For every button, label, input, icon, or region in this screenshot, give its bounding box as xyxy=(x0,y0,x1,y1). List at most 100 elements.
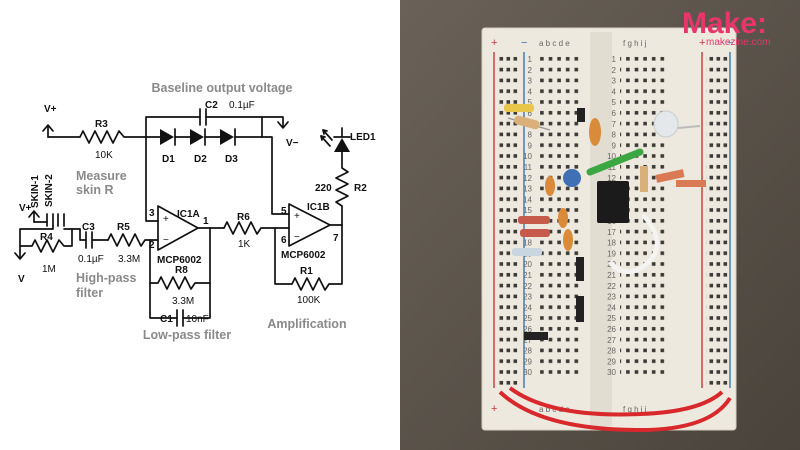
r8-value: 3.3M xyxy=(172,296,194,307)
row-number: 26 xyxy=(523,325,532,334)
row-number: 6 xyxy=(612,109,617,118)
r6-name: R6 xyxy=(237,212,250,223)
component-resistor-right-1 xyxy=(640,166,648,192)
col-letters-left-top: a b c d e xyxy=(539,39,570,48)
row-number: 14 xyxy=(523,195,532,204)
resistor-r3 xyxy=(47,130,147,144)
row-number: 25 xyxy=(607,314,616,323)
r8-name: R8 xyxy=(175,265,188,276)
component-diode-2 xyxy=(576,296,584,322)
row-number: 4 xyxy=(528,87,533,96)
vplus-left-terminal xyxy=(28,210,48,223)
col-letters-right-top: f g h i j xyxy=(623,39,647,48)
highpass-section-label-1: High-pass xyxy=(76,271,136,285)
row-number: 11 xyxy=(608,163,617,172)
row-number: 30 xyxy=(523,368,532,377)
row-number: 21 xyxy=(523,271,532,280)
row-number: 24 xyxy=(523,303,532,312)
lowpass-section-label: Low-pass filter xyxy=(143,328,231,342)
component-ceramic-cap-2 xyxy=(545,176,555,196)
row-number: 4 xyxy=(612,87,617,96)
row-number: 22 xyxy=(607,282,616,291)
r6-value: 1K xyxy=(238,239,251,250)
make-logo: Make: xyxy=(682,7,767,40)
vplus-top-terminal xyxy=(42,124,54,138)
highpass-section-label-2: filter xyxy=(76,286,103,300)
diode-d2 xyxy=(190,128,206,146)
pin5-label: 5 xyxy=(281,206,287,217)
r5-value: 3.3M xyxy=(118,254,140,265)
row-number: 27 xyxy=(607,336,616,345)
plus-top-right: + xyxy=(699,37,705,49)
resistor-r5 xyxy=(107,233,159,247)
capacitor-c3 xyxy=(79,228,109,249)
pin3-label: 3 xyxy=(149,208,155,219)
row-number: 9 xyxy=(612,141,617,150)
component-white-wire xyxy=(608,213,660,274)
row-number: 1 xyxy=(612,55,617,64)
row-number: 5 xyxy=(528,98,533,107)
minus-top-right: − xyxy=(727,37,733,49)
r5-name: R5 xyxy=(117,222,130,233)
led1-label: LED1 xyxy=(350,132,376,143)
resistor-r8 xyxy=(149,227,211,290)
row-number: 2 xyxy=(612,66,617,75)
r4-name: R4 xyxy=(40,232,53,243)
diode-d1 xyxy=(160,128,176,146)
component-blue-cap xyxy=(563,169,581,187)
row-number: 2 xyxy=(528,66,533,75)
r2-name: R2 xyxy=(354,183,367,194)
capacitor-c1 xyxy=(149,282,211,327)
row-number: 21 xyxy=(607,271,616,280)
row-number: 1 xyxy=(528,55,533,64)
pin1-label: 1 xyxy=(203,216,209,227)
row-number: 6 xyxy=(528,109,533,118)
row-number: 18 xyxy=(607,239,616,248)
opamp-ic1a: + − xyxy=(157,205,199,251)
component-diode-1 xyxy=(576,257,584,281)
row-number: 10 xyxy=(523,152,532,161)
wire-to-pin3 xyxy=(145,136,159,222)
c2-name: C2 xyxy=(205,100,218,111)
skin1-label: SKIN-1 xyxy=(30,175,41,208)
ic1b-name: IC1B xyxy=(307,202,330,213)
vplus-top-label: V+ xyxy=(44,104,57,115)
row-number: 12 xyxy=(523,174,532,183)
wire-to-pin5 xyxy=(261,136,290,215)
component-resistor-mid-1 xyxy=(518,216,550,224)
component-resistor-blue xyxy=(512,248,542,256)
red-wire-1 xyxy=(498,390,732,433)
row-number: 8 xyxy=(528,131,533,140)
row-number: 26 xyxy=(607,325,616,334)
svg-text:−: − xyxy=(163,235,169,246)
component-ceramic-cap-3 xyxy=(558,208,568,228)
d2-label: D2 xyxy=(194,154,207,165)
row-number: 22 xyxy=(523,282,532,291)
resistor-r1 xyxy=(274,224,343,291)
component-diode-3 xyxy=(524,332,548,340)
component-resistor-right-2 xyxy=(655,169,685,183)
baseline-section-label: Baseline output voltage xyxy=(152,81,293,95)
measure-section-label-1: Measure xyxy=(76,169,127,183)
row-number: 5 xyxy=(612,98,617,107)
circuit-schematic: Baseline output voltage Measure skin R H… xyxy=(14,81,376,342)
pin7-label: 7 xyxy=(333,233,339,244)
row-number: 30 xyxy=(607,368,616,377)
component-green-jumper xyxy=(586,148,644,176)
row-number: 18 xyxy=(523,239,532,248)
row-number: 7 xyxy=(612,120,617,129)
c2-value: 0.1µF xyxy=(229,100,255,111)
left-rail-holes xyxy=(498,52,520,390)
row-number: 28 xyxy=(523,347,532,356)
d3-label: D3 xyxy=(225,154,238,165)
row-number: 25 xyxy=(523,314,532,323)
row-number: 23 xyxy=(523,293,532,302)
vminus-top-terminal xyxy=(261,116,289,129)
component-ceramic-cap-1 xyxy=(589,118,601,146)
row-number: 8 xyxy=(612,131,617,140)
r3-value: 10K xyxy=(95,150,113,161)
r1-value: 100K xyxy=(297,295,321,306)
make-logo-sub: makezine.com xyxy=(706,37,770,48)
row-number: 27 xyxy=(523,336,532,345)
